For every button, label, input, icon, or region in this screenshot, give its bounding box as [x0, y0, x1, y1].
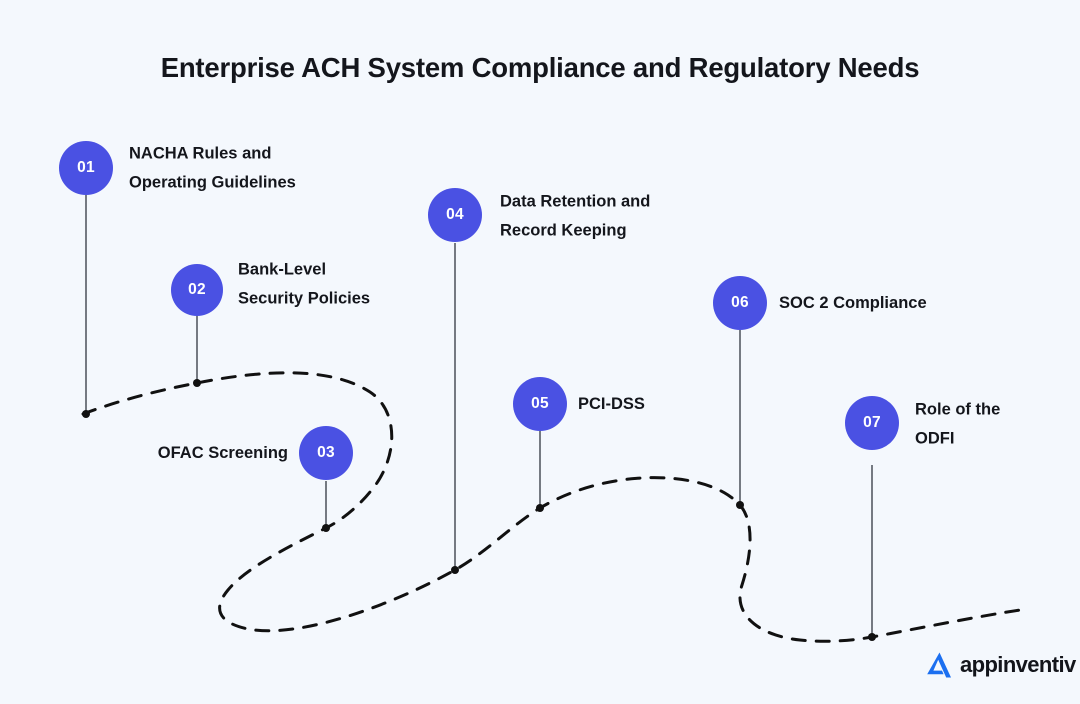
node-badge-01[interactable]: 01 [59, 141, 113, 195]
node-number-04: 04 [446, 206, 464, 223]
node-badge-03[interactable]: 03 [299, 426, 353, 480]
node-badge-02[interactable]: 02 [171, 264, 223, 316]
node-label-06: SOC 2 Compliance [779, 293, 927, 312]
anchor-dot-04 [451, 566, 459, 574]
node-label-02: Bank-Level Security Policies [238, 260, 371, 308]
anchor-dot-05 [536, 504, 544, 512]
anchor-dot-group [82, 379, 876, 641]
node-number-03: 03 [317, 444, 335, 461]
appinventiv-a-mark-icon [927, 652, 951, 678]
node-label-03: OFAC Screening [157, 443, 288, 462]
stem-group [85, 195, 873, 637]
node-badge-05[interactable]: 05 [513, 377, 567, 431]
anchor-dot-03 [322, 524, 330, 532]
anchor-dot-07 [868, 633, 876, 641]
node-badge-07[interactable]: 07 [845, 396, 899, 450]
node-label-01: NACHA Rules and Operating Guidelines [129, 144, 296, 192]
brand-name: appinventiv [960, 652, 1076, 677]
node-number-05: 05 [531, 395, 549, 412]
anchor-dot-01 [82, 410, 90, 418]
node-label-04: Data Retention and Record Keeping [500, 192, 651, 240]
node-number-06: 06 [731, 294, 749, 311]
anchor-dot-06 [736, 501, 744, 509]
node-label-05: PCI-DSS [578, 394, 645, 413]
anchor-dot-02 [193, 379, 201, 387]
node-badge-06[interactable]: 06 [713, 276, 767, 330]
brand-logo: appinventiv [922, 648, 1076, 682]
node-number-07: 07 [863, 414, 881, 431]
page-title: Enterprise ACH System Compliance and Reg… [160, 52, 920, 83]
node-badge-04[interactable]: 04 [428, 188, 482, 242]
node-label-07: Role of the ODFI [915, 400, 1001, 448]
node-number-02: 02 [188, 281, 206, 298]
node-number-01: 01 [77, 159, 95, 176]
